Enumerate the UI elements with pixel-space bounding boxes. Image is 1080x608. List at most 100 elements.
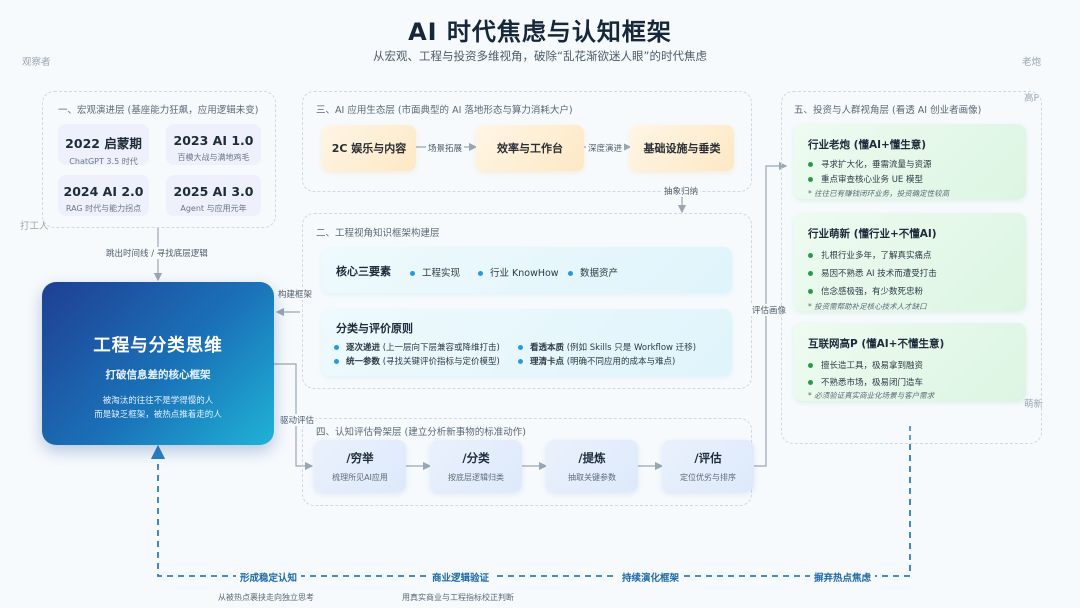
bullet-icon: [518, 345, 523, 350]
era-title: 2023 AI 1.0: [173, 133, 254, 148]
core-three-item: 工程实现: [410, 265, 460, 279]
era-card: 2025 AI 3.0 Agent 与应用元年: [166, 175, 261, 216]
era-title: 2024 AI 2.0: [63, 184, 144, 199]
bullet-icon: [334, 359, 339, 364]
core-desc-line: 被淘汰的往往不是学得慢的人: [102, 396, 214, 406]
macro-title: 一、宏观演进层 (基座能力狂飙，应用逻辑未变): [58, 105, 259, 116]
principle-text: (明确不同应用的成本与难点): [566, 357, 676, 367]
cognition-step: /提炼 抽取关键参数: [546, 440, 638, 492]
bullet-icon: [568, 271, 573, 276]
era-sub: Agent 与应用元年: [180, 204, 247, 213]
investor-card-veteran: 行业老炮 (懂AI+懂生意) 寻求扩大化，垂需流量与资源 重点审查核心业务 UE…: [794, 124, 1026, 199]
step-title: /提炼: [578, 451, 606, 465]
investor-item-text: 扎根行业多年，了解真实痛点: [821, 251, 932, 261]
era-sub: 百模大战与满地鸡毛: [177, 153, 250, 162]
page-subtitle: 从宏观、工程与投资多维视角，破除“乱花渐欲迷人眼”的时代焦虑: [373, 49, 707, 63]
eco-down-label: 抽象归纳: [662, 185, 701, 197]
step-sub: 按底层逻辑归类: [448, 473, 504, 482]
principle-text: (例如 Skills 只是 Workflow 迁移): [566, 343, 697, 353]
cognition-step: /评估 定位优劣与排序: [662, 440, 754, 492]
investor-card-note: * 往往已有赚钱闭环业务，投资确定性较高: [808, 189, 950, 198]
macro-to-core-label: 跳出时间线 / 寻找底层逻辑: [104, 247, 210, 259]
engineering-title: 二、工程视角知识框架构建层: [316, 228, 440, 239]
principle-item: 逐次递进 (上一层向下层兼容或降维打击): [334, 341, 500, 353]
principle-item: 看透本质 (例如 Skills 只是 Workflow 迁移): [518, 341, 696, 353]
principles-box: 分类与评价原则 逐次递进 (上一层向下层兼容或降维打击) 看透本质 (例如 Sk…: [322, 309, 732, 376]
cognition-title: 四、认知评估骨架层 (建立分析新事物的标准动作): [316, 427, 526, 438]
eco-box-infra: 基础设施与垂类: [630, 125, 734, 171]
core-subtitle: 打破信息差的核心框架: [105, 369, 211, 381]
bullet-icon: [808, 380, 813, 385]
investor-item-text: 擅长造工具，极易拿到融资: [821, 361, 924, 371]
bullet-icon: [478, 271, 483, 276]
bullet-icon: [808, 271, 813, 276]
loop-label: 持续演化框架: [618, 570, 684, 584]
investor-item-text: 寻求扩大化，垂需流量与资源: [821, 160, 932, 170]
era-sub: ChatGPT 3.5 时代: [69, 157, 138, 166]
tag-observer: 观察者: [22, 57, 51, 68]
principle-text: (寻找关键评价指标与定价模型): [382, 357, 500, 367]
investor-card-gaop: 互联网高P (懂AI+不懂生意) 擅长造工具，极易拿到融资 不熟悉市场，极易闭门…: [794, 323, 1026, 401]
investor-card-title: 行业萌新 (懂行业+不懂AI): [808, 228, 937, 240]
investor-card-note: * 投资需帮助补足核心技术人才缺口: [808, 302, 927, 311]
step-sub: 梳理所见AI应用: [332, 473, 388, 482]
era-card: 2024 AI 2.0 RAG 时代与能力拐点: [58, 175, 149, 216]
principle-item: 统一参数 (寻找关键评价指标与定价模型): [334, 355, 500, 367]
core-three-item: 数据资产: [568, 265, 618, 279]
page-title: AI 时代焦虑与认知框架: [408, 18, 672, 46]
investor-card-note: * 必须验证真实商业化场景与客户需求: [808, 391, 935, 400]
core-three-item-text: 行业 KnowHow: [490, 268, 559, 279]
bullet-icon: [808, 363, 813, 368]
loop-label: 商业逻辑验证: [428, 570, 494, 584]
investor-card-item: 不熟悉市场，极易闭门造车: [808, 376, 1026, 388]
core-three-label: 核心三要素: [336, 265, 391, 278]
investor-card-item: 信念感极强，有少数死忠粉: [808, 285, 1026, 297]
era-title: 2025 AI 3.0: [173, 184, 254, 199]
tag-veteran: 老炮: [1022, 57, 1042, 68]
investor-card-title: 互联网高P (懂AI+不懂生意): [808, 338, 945, 350]
investor-card-newbie: 行业萌新 (懂行业+不懂AI) 扎根行业多年，了解真实痛点 易因不熟悉 AI 技…: [794, 213, 1026, 311]
era-card: 2022 启蒙期 ChatGPT 3.5 时代: [58, 124, 149, 166]
investor-item-text: 重点审查核心业务 UE 模型: [821, 175, 923, 185]
bullet-icon: [334, 345, 339, 350]
investment-panel: [781, 91, 1042, 444]
step-title: /穷举: [346, 451, 374, 465]
investor-card-item: 寻求扩大化，垂需流量与资源: [808, 158, 1026, 170]
principle-bold: 看透本质: [530, 343, 565, 353]
step-sub: 定位优劣与排序: [680, 473, 736, 482]
step-sub: 抽取关键参数: [568, 473, 616, 482]
bullet-icon: [808, 162, 813, 167]
eco-box-2c: 2C 娱乐与内容: [322, 125, 416, 171]
core-desc-line: 而是缺乏框架，被热点推着走的人: [94, 410, 222, 420]
core-three-item-text: 工程实现: [422, 268, 461, 279]
loop-label: 摒弃热点焦虑: [810, 570, 876, 584]
bullet-icon: [808, 177, 813, 182]
investor-card-title: 行业老炮 (懂AI+懂生意): [808, 139, 927, 151]
drive-label: 驱动评估: [278, 414, 317, 426]
core-three-item-text: 数据资产: [580, 268, 619, 279]
ecosystem-title: 三、AI 应用生态层 (市面典型的 AI 落地形态与算力消耗大户): [316, 105, 573, 116]
core-three-box: 核心三要素 工程实现 行业 KnowHow 数据资产: [322, 247, 732, 293]
era-sub: RAG 时代与能力拐点: [65, 204, 142, 213]
bullet-icon: [518, 359, 523, 364]
core-desc: 被淘汰的往往不是学得慢的人 而是缺乏框架，被热点推着走的人: [42, 394, 274, 422]
investor-card-item: 易因不熟悉 AI 技术而遭受打击: [808, 267, 1026, 279]
bullet-icon: [410, 271, 415, 276]
investment-title: 五、投资与人群视角层 (看透 AI 创业者画像): [794, 105, 982, 116]
bullet-icon: [808, 253, 813, 258]
ecosystem-panel: [302, 91, 752, 192]
cognition-step: /穷举 梳理所见AI应用: [314, 440, 406, 492]
eco-arrow-label: 场景拓展: [426, 142, 465, 154]
investor-item-text: 易因不熟悉 AI 技术而遭受打击: [821, 269, 937, 279]
principle-text: (上一层向下层兼容或降维打击): [382, 343, 500, 353]
principle-bold: 逐次递进: [346, 343, 381, 353]
core-three-item: 行业 KnowHow: [478, 265, 559, 279]
principles-label: 分类与评价原则: [336, 322, 413, 335]
investor-card-item: 擅长造工具，极易拿到融资: [808, 359, 1026, 371]
eco-arrow-label: 深度演进: [586, 142, 625, 154]
loop-sub-label: 用真实商业与工程指标校正判断: [402, 593, 514, 602]
era-title: 2022 启蒙期: [65, 136, 142, 151]
loop-label: 形成稳定认知: [236, 570, 302, 584]
investor-card-item: 扎根行业多年，了解真实痛点: [808, 249, 1026, 261]
step-title: /分类: [462, 451, 490, 465]
